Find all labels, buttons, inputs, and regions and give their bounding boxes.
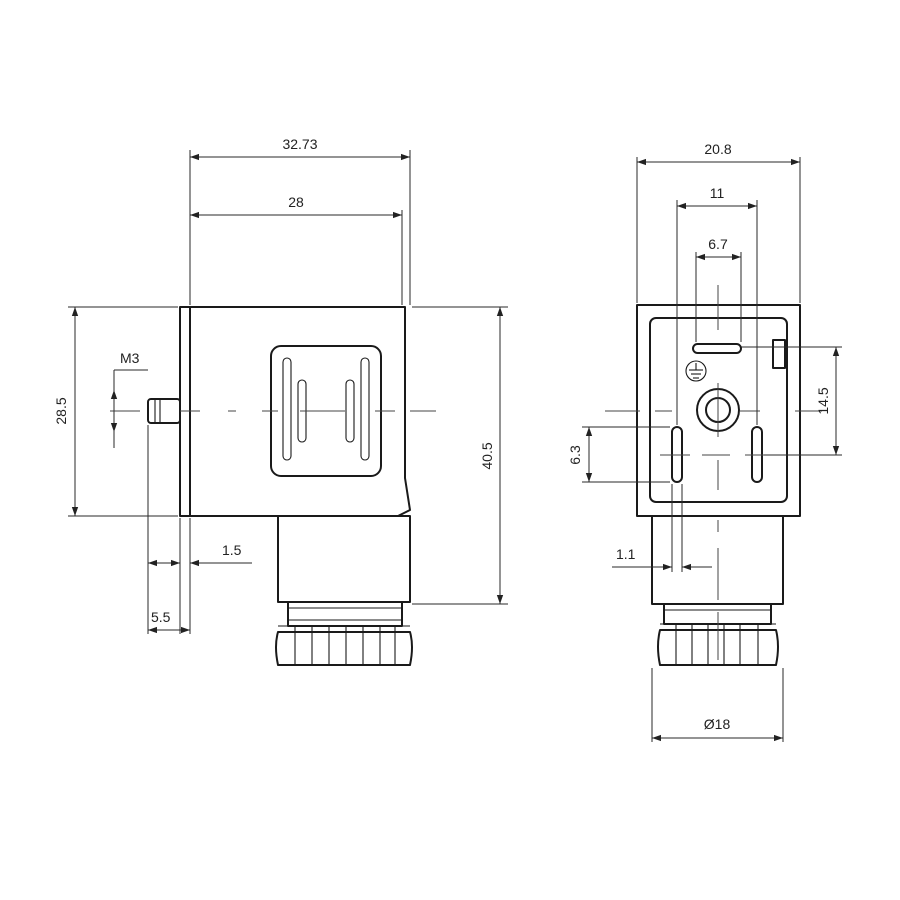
side-gland-ring [287,601,403,627]
dim-screw-thread: M3 [120,350,140,366]
dim-plate-thickness: 1.5 [222,542,242,558]
dim-body-width: 28 [288,194,304,210]
dim-front-width: 20.8 [704,141,731,157]
ground-icon [685,360,707,382]
front-ground-pin [692,343,742,354]
side-view: 32.73 28 28.5 40.5 M3 1.5 5.5 [53,136,508,666]
side-slot-3 [345,379,355,443]
side-knurled-nut [275,631,413,666]
dim-total-height: 40.5 [479,442,495,469]
front-nut-ribs [675,624,759,665]
front-view: 20.8 11 6.7 14.5 6.3 1.1 Ø18 [567,141,842,742]
side-corner-chamfer [404,477,411,511]
dim-screw-projection: 5.5 [151,609,171,625]
front-horizontal-centerline [605,410,822,456]
dim-pin-width: 1.1 [616,546,636,562]
dim-gland-diameter: Ø18 [704,716,731,732]
dim-pin-spacing-outer: 11 [710,185,725,201]
dim-pin-offset: 14.5 [815,387,831,414]
side-nut-ribs [294,626,396,665]
side-slot-1 [282,357,292,461]
dim-overall-width: 32.73 [282,136,317,152]
side-screw [147,398,181,424]
front-coding-tab [772,339,786,369]
front-knurled-nut [657,629,779,666]
dim-pin-spacing-inner: 6.7 [708,236,728,252]
dim-body-height: 28.5 [53,397,69,424]
side-slot-4 [360,357,370,461]
dim-pin-length: 6.3 [567,445,583,465]
side-neck [277,515,411,603]
